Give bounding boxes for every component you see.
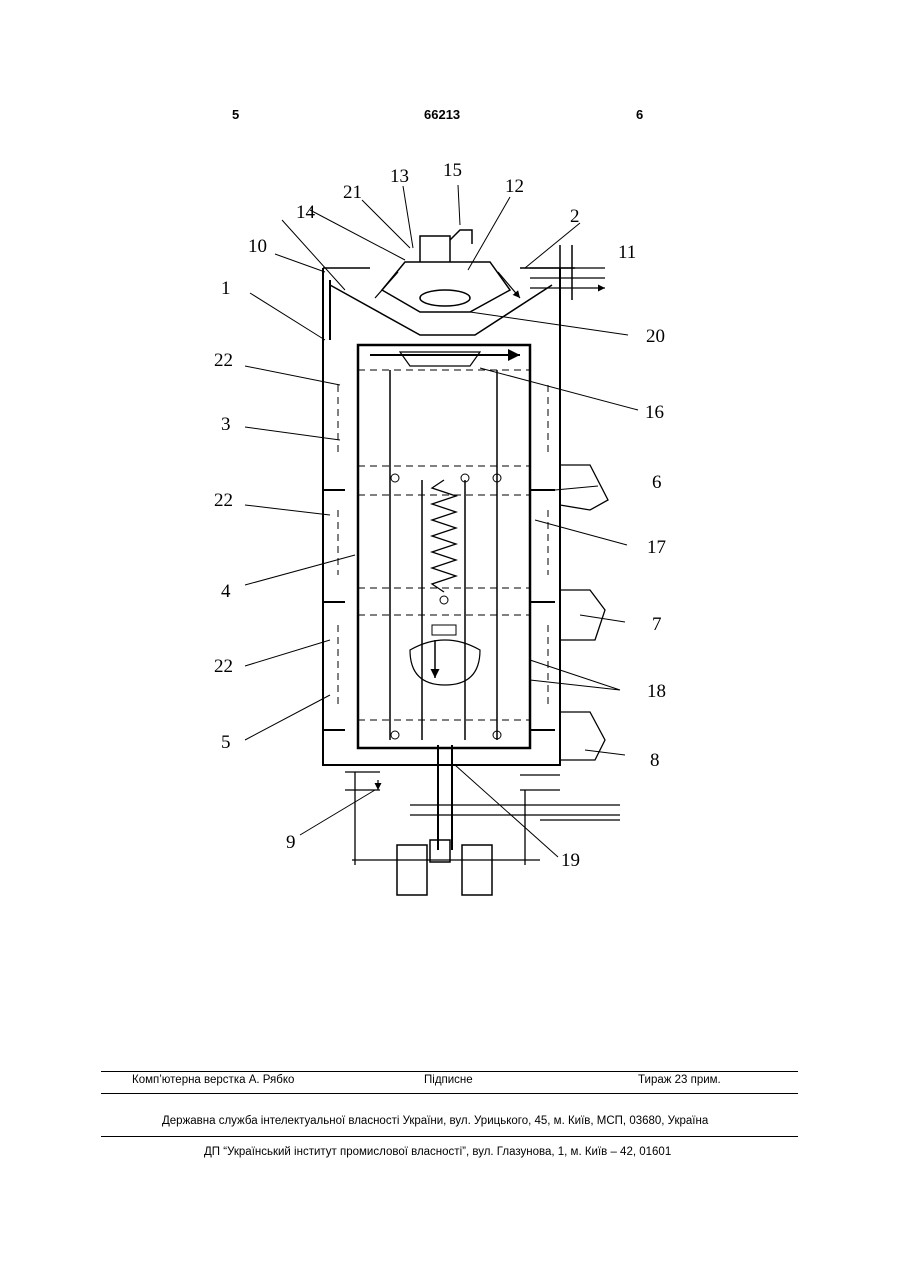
footer-rule-middle: [101, 1093, 798, 1094]
label-14: 14: [296, 202, 316, 223]
label-2: 2: [570, 206, 580, 227]
footer-composer: Комп’ютерна верстка А. Рябко: [132, 1074, 294, 1086]
drive-assembly: [345, 745, 620, 895]
footer-rule-top: [101, 1071, 798, 1072]
footer-rule-bottom: [101, 1136, 798, 1137]
footer-institute: ДП “Український інститут промислової вла…: [204, 1146, 671, 1158]
label-22a: 22: [214, 350, 233, 371]
page-number-right: 6: [636, 107, 643, 122]
label-10: 10: [248, 236, 267, 257]
label-4: 4: [221, 581, 231, 602]
flow-arrows: [338, 385, 548, 705]
label-11: 11: [618, 242, 636, 263]
label-8: 8: [650, 750, 660, 771]
label-15: 15: [443, 160, 462, 181]
footer-signed: Підписне: [424, 1074, 473, 1086]
leader-lines: [245, 185, 638, 857]
label-1: 1: [221, 278, 231, 299]
outer-casing: [323, 245, 575, 765]
page-number-left: 5: [232, 107, 239, 122]
footer-agency: Державна служба інтелектуальної власност…: [162, 1115, 708, 1127]
label-5: 5: [221, 732, 231, 753]
label-6: 6: [652, 472, 662, 493]
technical-drawing: 15 13 21 12 14 2 10 11 1 20 22 16 3 6 22…: [200, 150, 680, 910]
label-13: 13: [390, 166, 409, 187]
label-18: 18: [647, 681, 666, 702]
label-22c: 22: [214, 656, 233, 677]
label-19: 19: [561, 850, 580, 871]
rotor: [358, 345, 530, 748]
label-3: 3: [221, 414, 231, 435]
hopper: [330, 230, 605, 335]
label-12: 12: [505, 176, 524, 197]
label-16: 16: [645, 402, 664, 423]
label-21: 21: [343, 182, 362, 203]
label-9: 9: [286, 832, 296, 853]
label-22b: 22: [214, 490, 233, 511]
patent-number: 66213: [424, 107, 460, 122]
label-17: 17: [647, 537, 666, 558]
label-7: 7: [652, 614, 662, 635]
label-20: 20: [646, 326, 665, 347]
footer-circulation: Тираж 23 прим.: [638, 1074, 721, 1086]
